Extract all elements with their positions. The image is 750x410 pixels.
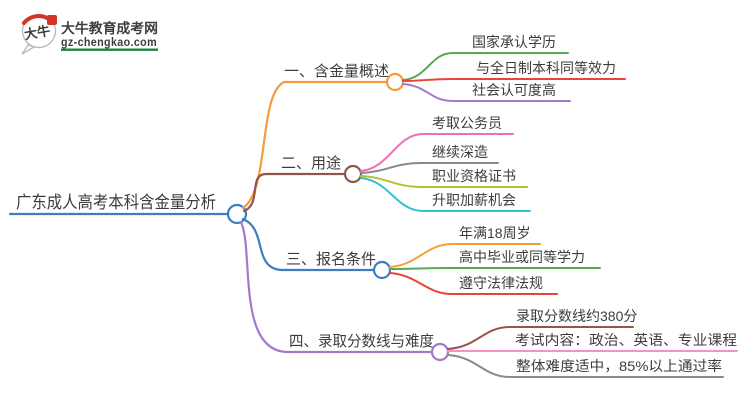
leaf-1-1-label[interactable]: 国家承认学历 xyxy=(472,34,556,50)
leaf-1-3-link xyxy=(402,83,571,102)
leaf-1-1: 国家承认学历 xyxy=(402,34,569,81)
leaf-2-1: 考取公务员 xyxy=(360,115,514,172)
leaf-2-2-label[interactable]: 继续深造 xyxy=(432,144,488,160)
branch-2-label[interactable]: 二、用途 xyxy=(281,155,341,172)
leaf-4-3: 整体难度适中，85%以上通过率 xyxy=(447,354,724,378)
leaf-2-2-link xyxy=(360,162,499,174)
root-node: 广东成人高考本科含金量分析 xyxy=(8,193,248,225)
branch-3-node: 三、报名条件 xyxy=(241,217,392,280)
root-handle[interactable] xyxy=(226,203,248,225)
branch-2-link xyxy=(242,172,347,213)
branch-2-handle[interactable] xyxy=(343,164,363,184)
leaf-1-3-label[interactable]: 社会认可度高 xyxy=(472,82,556,98)
bubble-tail xyxy=(21,44,36,55)
leaf-2-3-label[interactable]: 职业资格证书 xyxy=(432,168,516,184)
leaf-4-3-link xyxy=(447,354,724,378)
leaf-1-2-label[interactable]: 与全日制本科同等效力 xyxy=(476,60,616,76)
branch-3-handle[interactable] xyxy=(372,260,392,280)
leaf-4-3-label[interactable]: 整体难度适中，85%以上通过率 xyxy=(516,358,722,374)
leaf-4-1: 录取分数线约380分 xyxy=(447,308,637,350)
branch-2-node: 二、用途 xyxy=(242,155,363,213)
leaf-2-4-link xyxy=(360,177,531,212)
leaf-2-1-label[interactable]: 考取公务员 xyxy=(432,115,502,131)
leaf-3-3: 遵守法律法规 xyxy=(389,272,558,295)
leaf-3-1-link xyxy=(389,243,541,268)
logo[interactable]: 大牛 大牛教育成考网 gz-chengkao.com xyxy=(21,13,158,55)
leaf-3-2: 高中毕业或同等学力 xyxy=(389,249,601,270)
leaf-3-3-link xyxy=(389,272,558,295)
logo-url: gz-chengkao.com xyxy=(61,35,157,49)
leaf-1-2: 与全日制本科同等效力 xyxy=(402,60,626,82)
branch-4-handle[interactable] xyxy=(430,342,450,362)
branch-1-link xyxy=(241,80,388,210)
leaf-1-3: 社会认可度高 xyxy=(402,82,571,102)
leaf-2-3-link xyxy=(360,175,528,188)
leaf-3-1: 年满18周岁 xyxy=(389,225,541,268)
leaf-4-2-label[interactable]: 考试内容：政治、英语、专业课程 xyxy=(515,332,737,348)
leaf-3-2-link xyxy=(389,267,601,270)
leaf-2-4-label[interactable]: 升职加薪机会 xyxy=(432,192,516,208)
branch-1-handle[interactable] xyxy=(385,72,405,92)
leaf-1-2-link xyxy=(402,78,626,82)
leaf-3-1-label[interactable]: 年满18周岁 xyxy=(459,225,531,241)
branch-3-link xyxy=(241,217,376,272)
branch-3-label[interactable]: 三、报名条件 xyxy=(286,251,376,268)
leaf-4-1-link xyxy=(447,326,634,350)
bubble-calligraphy-text: 大牛 xyxy=(23,23,51,42)
branch-4-node: 四、录取分数线与难度 xyxy=(239,220,450,362)
logo-speech-bubble-icon: 大牛 xyxy=(21,13,57,55)
leaf-2-1-link xyxy=(360,133,514,172)
leaf-3-2-label[interactable]: 高中毕业或同等学力 xyxy=(459,249,585,265)
leaf-4-1-label[interactable]: 录取分数线约380分 xyxy=(516,308,637,324)
leaf-3-3-label[interactable]: 遵守法律法规 xyxy=(459,275,543,291)
leaf-2-4: 升职加薪机会 xyxy=(360,177,531,212)
branch-4-label[interactable]: 四、录取分数线与难度 xyxy=(289,333,434,350)
branch-1-node: 一、含金量概述 xyxy=(241,63,405,210)
branch-1-label[interactable]: 一、含金量概述 xyxy=(284,63,389,80)
leaf-2-3: 职业资格证书 xyxy=(360,168,528,188)
logo-underline xyxy=(61,48,158,51)
leaf-4-2: 考试内容：政治、英语、专业课程 xyxy=(447,332,738,352)
logo-title: 大牛教育成考网 xyxy=(61,20,158,36)
root-label[interactable]: 广东成人高考本科含金量分析 xyxy=(16,193,216,212)
red-seal-icon xyxy=(47,15,57,25)
branch-4-link xyxy=(239,220,434,354)
leaf-1-1-link xyxy=(402,52,569,81)
leaf-2-2: 继续深造 xyxy=(360,144,499,174)
